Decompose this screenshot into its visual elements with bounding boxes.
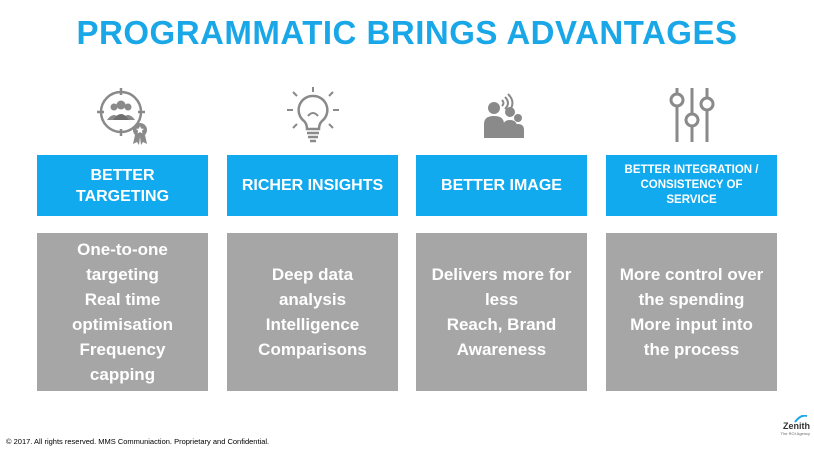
column-body-richer-insights: Deep data analysis Intelligence Comparis… xyxy=(227,233,398,391)
people-speaking-icon xyxy=(474,86,534,146)
copyright-footer: © 2017. All rights reserved. MMS Communi… xyxy=(6,437,270,446)
logo-tagline: The ROI Agency xyxy=(780,431,810,436)
column-body-better-integration: More control over the spending More inpu… xyxy=(606,233,777,391)
sliders-icon xyxy=(663,86,723,146)
column-header-richer-insights: RICHER INSIGHTS xyxy=(227,155,398,216)
target-people-award-icon xyxy=(93,86,153,146)
column-header-better-image: BETTER IMAGE xyxy=(416,155,587,216)
column-body-text: One-to-one targeting Real time optimisat… xyxy=(71,240,174,384)
logo-name: Zenith xyxy=(783,421,810,431)
lightbulb-icon xyxy=(283,86,343,146)
column-body-better-image: Delivers more for less Reach, Brand Awar… xyxy=(416,233,587,391)
page-title: PROGRAMMATIC BRINGS ADVANTAGES xyxy=(76,14,738,51)
column-body-text: Delivers more for less Reach, Brand Awar… xyxy=(431,265,572,359)
column-body-text: Deep data analysis Intelligence Comparis… xyxy=(258,265,367,359)
logo-swoosh-icon xyxy=(794,415,808,423)
column-header-better-targeting: BETTER TARGETING xyxy=(37,155,208,216)
column-body-better-targeting: One-to-one targeting Real time optimisat… xyxy=(37,233,208,391)
zenith-logo: Zenith The ROI Agency xyxy=(770,415,810,447)
column-header-better-integration: BETTER INTEGRATION / CONSISTENCY OF SERV… xyxy=(606,155,777,216)
column-body-text: More control over the spending More inpu… xyxy=(619,265,764,359)
